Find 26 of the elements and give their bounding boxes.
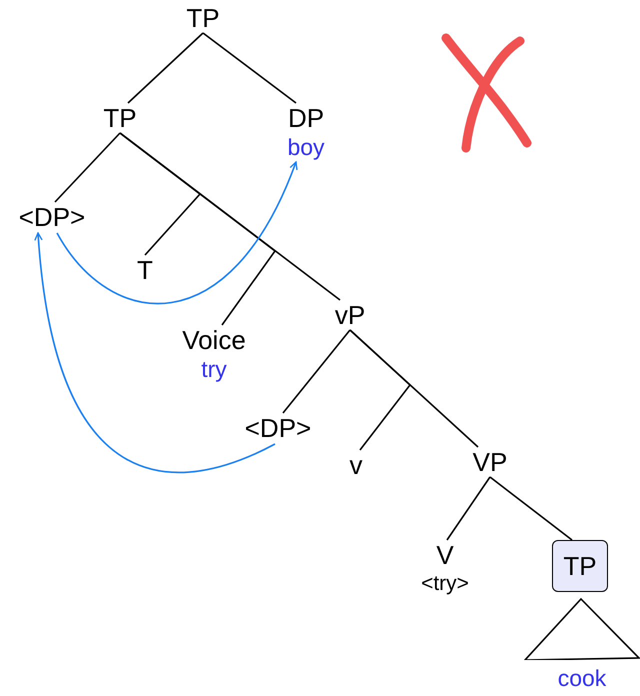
word-label: boy bbox=[287, 133, 325, 161]
highlighted-node-box: TP bbox=[552, 540, 608, 592]
tree-branch-line bbox=[446, 476, 491, 540]
category-label: VP bbox=[467, 447, 513, 477]
word-label: <try> bbox=[421, 571, 469, 597]
category-label: v bbox=[346, 450, 366, 480]
category-label: TP bbox=[98, 103, 142, 133]
category-label: vP bbox=[330, 300, 370, 330]
category-label: Voice bbox=[182, 325, 246, 355]
movement-arrow bbox=[56, 161, 298, 304]
word-label: try bbox=[201, 355, 227, 383]
tree-branch-line bbox=[490, 476, 572, 541]
word-label: cook bbox=[558, 664, 606, 692]
category-label: <DP> bbox=[10, 202, 94, 232]
tree-branch-line bbox=[202, 32, 296, 104]
category-label: TP bbox=[181, 3, 225, 33]
movement-arrow bbox=[34, 232, 276, 474]
tree-branch-line bbox=[282, 330, 351, 414]
tree-branch-line bbox=[120, 132, 340, 301]
tree-branch-line bbox=[54, 132, 121, 203]
category-label: V bbox=[436, 540, 454, 570]
category-label: <DP> bbox=[236, 413, 320, 443]
category-label: DP bbox=[288, 103, 324, 133]
category-label: T bbox=[133, 255, 157, 285]
tree-branch-line bbox=[349, 329, 479, 448]
tree-branch-line bbox=[127, 32, 204, 104]
